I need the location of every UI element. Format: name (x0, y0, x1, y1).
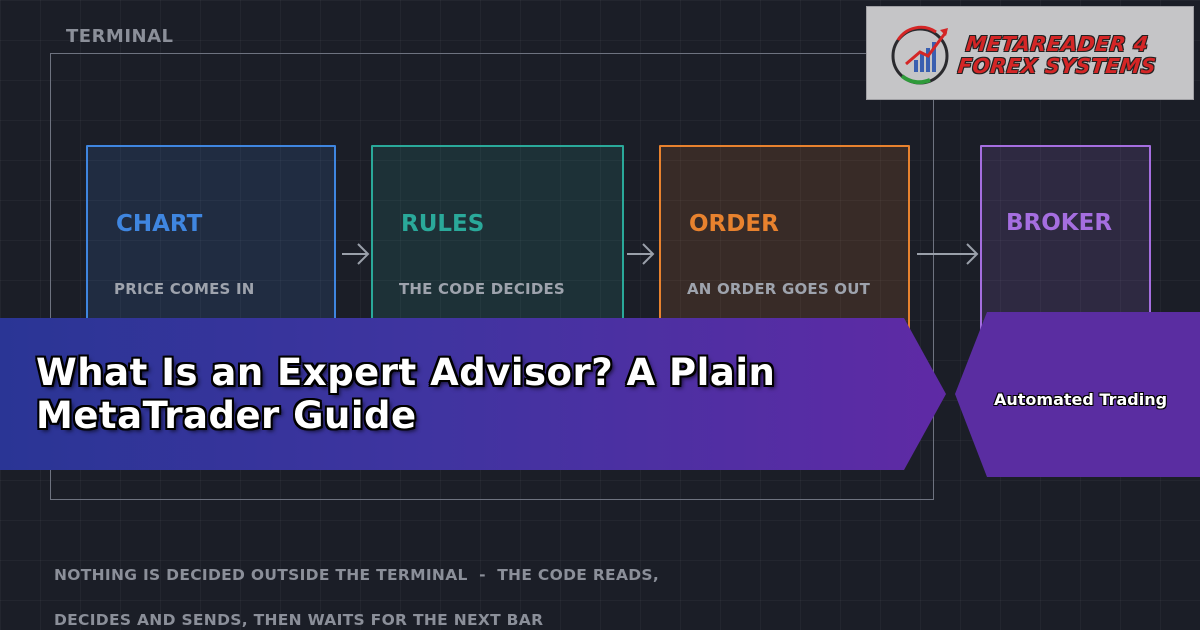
arrow-right-icon (342, 243, 370, 265)
step-desc-rules: THE CODE DECIDES (399, 280, 565, 298)
step-title-order: ORDER (689, 211, 779, 237)
step-title-chart: CHART (116, 211, 203, 237)
globe-chart-logo-icon (891, 25, 949, 85)
category-tag (955, 312, 1200, 477)
logo-text-line-2: FOREX SYSTEMS (956, 54, 1158, 78)
arrow-right-icon (627, 243, 655, 265)
terminal-frame (50, 53, 934, 500)
terminal-label: TERMINAL (66, 26, 174, 47)
step-desc-order: AN ORDER GOES OUT (687, 280, 871, 298)
logo-text-line-1: METAREADER 4 (964, 32, 1150, 56)
category-tag-label: Automated Trading (994, 390, 1168, 409)
footnote-line-1: NOTHING IS DECIDED OUTSIDE THE TERMINAL … (54, 566, 660, 584)
footnote-line-2: DECIDES AND SENDS, THEN WAITS FOR THE NE… (54, 611, 544, 629)
title-banner (0, 318, 946, 470)
step-desc-chart: PRICE COMES IN (114, 280, 255, 298)
arrow-right-icon (917, 243, 979, 265)
page-title: What Is an Expert Advisor? A Plain MetaT… (36, 351, 776, 437)
step-title-rules: RULES (401, 211, 485, 237)
step-title-broker: BROKER (1006, 210, 1113, 236)
